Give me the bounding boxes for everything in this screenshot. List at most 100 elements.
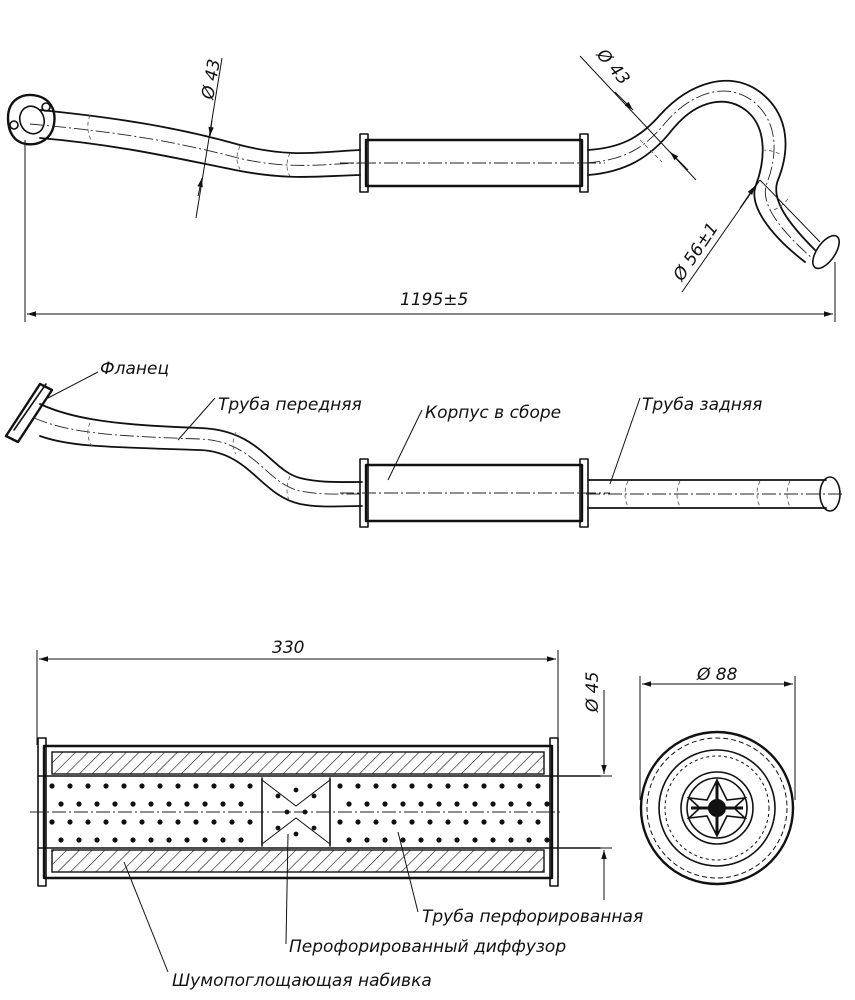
leader-flange: [47, 371, 99, 399]
leader-front-pipe: [177, 397, 216, 441]
perforation-hole: [526, 801, 532, 807]
diffuser-hole: [275, 793, 281, 799]
perforation-hole: [130, 801, 136, 807]
perforation-hole: [247, 819, 253, 825]
perforation-hole: [337, 783, 343, 789]
perforation-hole: [445, 783, 451, 789]
perforation-hole: [238, 801, 244, 807]
perforation-hole: [247, 783, 253, 789]
top-flange: [6, 93, 56, 146]
perforation-hole: [220, 837, 226, 843]
perforation-hole: [463, 819, 469, 825]
perforation-hole: [427, 819, 433, 825]
perforation-hole: [202, 801, 208, 807]
packing-top: [51, 751, 545, 775]
perforation-hole: [166, 837, 172, 843]
perforation-hole: [382, 801, 388, 807]
perforation-hole: [517, 783, 523, 789]
perforation-hole: [148, 801, 154, 807]
perforation-hole: [418, 801, 424, 807]
diffuser-hole: [302, 809, 308, 815]
perforation-hole: [49, 819, 55, 825]
perforation-hole: [157, 783, 163, 789]
top-front-pipe: [29, 109, 363, 178]
leader-body: [387, 409, 423, 481]
section-view: 330 Ø 45: [30, 638, 643, 991]
perforation-hole: [526, 837, 532, 843]
side-flange: [4, 382, 54, 444]
dim-outer-diameter: Ø 88: [696, 665, 738, 685]
perforation-hole: [67, 819, 73, 825]
side-front-pipe: [33, 403, 363, 508]
diffuser-hole: [311, 825, 317, 831]
perforation-hole: [544, 837, 550, 843]
top-dim-overall-length: 1195±5: [24, 140, 836, 322]
perforation-hole: [391, 783, 397, 789]
perforation-hole: [490, 837, 496, 843]
perforation-hole: [211, 819, 217, 825]
label-perforated-pipe: Труба перфорированная: [422, 907, 643, 927]
side-view: Фланец Труба передняя Корпус в сборе Тру…: [4, 359, 845, 528]
perforation-hole: [454, 801, 460, 807]
diffuser-hole: [284, 809, 290, 815]
leader-diffuser: [285, 833, 289, 945]
perforation-hole: [85, 819, 91, 825]
dim-inner-diameter: Ø 45: [583, 672, 603, 713]
label-perforated-diffuser: Перофорированный диффузор: [289, 937, 566, 957]
perforation-hole: [175, 783, 181, 789]
diffuser-hole: [293, 787, 299, 793]
perforation-hole: [121, 783, 127, 789]
perforation-hole: [229, 819, 235, 825]
perforation-hole: [130, 837, 136, 843]
perforation-hole: [400, 801, 406, 807]
perforation-hole: [112, 801, 118, 807]
dim-outlet-diameter: Ø 56±1: [669, 219, 723, 285]
dim-section-length: 330: [272, 638, 304, 658]
perforation-hole: [535, 783, 541, 789]
perforation-hole: [427, 783, 433, 789]
perforation-hole: [49, 783, 55, 789]
perforation-hole: [202, 837, 208, 843]
end-diffuser: [686, 778, 748, 838]
perforation-hole: [517, 819, 523, 825]
perforation-hole: [364, 801, 370, 807]
perforation-hole: [472, 801, 478, 807]
perforation-hole: [103, 783, 109, 789]
perforation-hole: [211, 783, 217, 789]
perforation-hole: [76, 837, 82, 843]
perforation-hole: [373, 783, 379, 789]
side-rear-pipe: [586, 476, 845, 512]
perforation-hole: [103, 819, 109, 825]
perforation-hole: [337, 819, 343, 825]
top-rear-pipe: [585, 79, 840, 270]
label-rear-pipe: Труба задняя: [642, 395, 762, 415]
perforation-hole: [400, 837, 406, 843]
perforation-hole: [85, 783, 91, 789]
leader-rear-pipe: [609, 397, 641, 485]
perforation-hole: [220, 801, 226, 807]
perforation-hole: [373, 819, 379, 825]
packing-bottom: [51, 849, 545, 873]
diffuser-hole: [275, 825, 281, 831]
perforation-hole: [544, 801, 550, 807]
dim-overall-length: 1195±5: [400, 290, 468, 310]
perforation-hole: [499, 783, 505, 789]
perforation-hole: [184, 801, 190, 807]
dim-front-diameter: Ø 43: [198, 58, 225, 102]
perforation-holes: [49, 783, 550, 843]
perforation-hole: [391, 819, 397, 825]
section-dim-inner-diameter: Ø 45: [560, 672, 612, 900]
perforation-hole: [463, 783, 469, 789]
perforation-hole: [355, 819, 361, 825]
perforation-hole: [355, 783, 361, 789]
perforation-hole: [409, 819, 415, 825]
perforation-hole: [121, 819, 127, 825]
end-inner-pipe: [680, 771, 754, 845]
perforation-hole: [436, 801, 442, 807]
perforation-hole: [76, 801, 82, 807]
perforation-hole: [481, 783, 487, 789]
leader-perforated-pipe: [397, 831, 419, 913]
perforation-hole: [364, 837, 370, 843]
label-packing: Шумопоглощающая набивка: [172, 971, 432, 991]
